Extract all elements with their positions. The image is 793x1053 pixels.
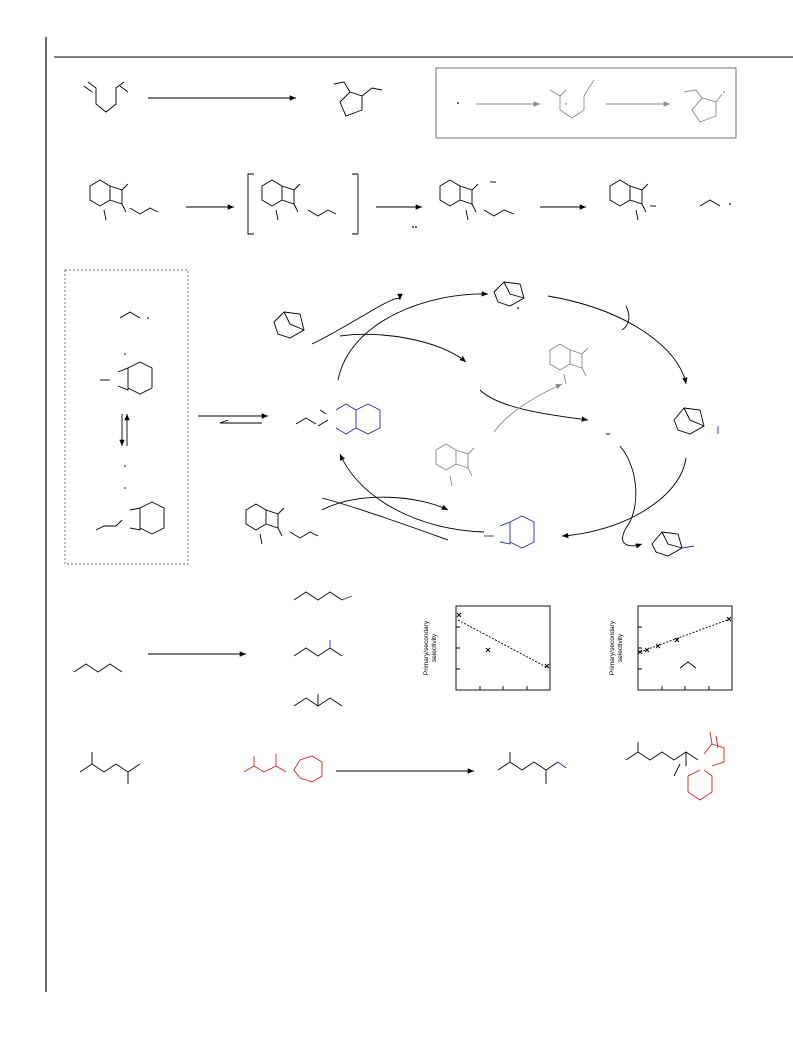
product-primary <box>293 591 353 601</box>
graph-right-point <box>726 616 732 622</box>
phthalimide-anion-grey <box>435 443 475 487</box>
catalytic-cycle <box>64 269 719 565</box>
norbornyl-product-right <box>673 407 705 435</box>
graph-left-ticks <box>456 626 528 690</box>
phthalimide-ester-1 <box>89 179 159 221</box>
equilibrium-arrow-left-head <box>219 419 229 424</box>
graph-right-point <box>637 649 643 655</box>
inset-cation-2 <box>95 501 165 535</box>
electron-dots <box>415 226 417 228</box>
cycle-arc-right-down <box>561 457 687 539</box>
radical-dot <box>729 203 731 205</box>
graph-right-frame <box>637 605 733 691</box>
inset-cation-1 <box>100 361 153 395</box>
hexenyl-radical <box>549 79 595 119</box>
central-heterocycle <box>335 403 381 435</box>
pentane-structure <box>73 663 123 673</box>
mechanism-inset-box <box>435 67 737 139</box>
radical-dot <box>517 307 519 309</box>
graph-left-ylabel-line1: Primary/secondary <box>423 620 430 675</box>
cycle-arc-norbornene-in <box>311 293 403 345</box>
graph-left-frame <box>455 605 551 691</box>
electron-dots <box>412 226 414 228</box>
graph-right-ticks <box>638 626 710 690</box>
charge-mark <box>124 353 126 355</box>
graph-right-point <box>644 647 650 653</box>
radical-dot <box>147 317 149 319</box>
left-bracket <box>247 173 254 235</box>
selectivity-graph-left <box>455 605 551 691</box>
product-secondary-3 <box>293 694 343 707</box>
radical-dot <box>723 91 725 93</box>
dimethylhexane-structure <box>79 752 141 784</box>
cycle-arc-bottom-left <box>339 453 485 533</box>
graph-left-point <box>485 647 491 653</box>
cycle-arc-right-inner <box>619 445 637 529</box>
blue-heterocycle-bottom <box>484 515 535 549</box>
scheme-row-2 <box>89 173 731 235</box>
cyclopentane-product <box>333 81 383 117</box>
functionalized-product-2-red <box>687 731 725 801</box>
cycle-arc-inner-top <box>339 333 467 363</box>
red-reagent <box>243 754 323 783</box>
phthalimide-byproduct-grey <box>549 343 589 385</box>
graph-right-ylabel-line1: Primary/secondary <box>609 620 616 675</box>
phthalimide-anion <box>609 179 656 221</box>
norbornyl-radical-top <box>493 281 525 307</box>
cycle-arc-to-norbornane <box>622 527 643 549</box>
species-inset-box <box>64 269 189 565</box>
right-bracket <box>352 173 359 235</box>
scheme-row-1 <box>83 67 737 139</box>
central-radical-complex <box>295 409 329 427</box>
norbornane-product <box>651 531 695 557</box>
radical-anion-intermediate <box>439 179 515 221</box>
graph-left-trendline <box>457 619 549 669</box>
functionalized-product-1 <box>497 752 567 784</box>
selectivity-graph-right <box>637 605 733 691</box>
norbornene-reactant <box>273 311 305 339</box>
cycle-arc-byproduct <box>621 305 630 331</box>
scheme-row-4 <box>73 591 733 707</box>
graph-right-inset-structure <box>679 661 697 669</box>
functionalized-product-2 <box>625 742 699 777</box>
graph-right-ylabel-line2: selectivity <box>617 633 624 662</box>
charge-mark <box>124 465 126 467</box>
cyclopentylmethyl-radical <box>683 89 723 123</box>
graph-right-point <box>655 643 661 649</box>
phthalimide-ester-2 <box>245 503 319 545</box>
radical-dot <box>565 103 567 105</box>
scheme-row-5 <box>79 731 725 801</box>
cycle-arc-inner-right <box>479 389 589 422</box>
cycle-arc-grey-up <box>493 383 563 433</box>
charge-mark <box>124 487 126 489</box>
bracketed-intermediate <box>261 179 337 221</box>
cycle-arc-ester-to-blue <box>321 497 449 541</box>
cycle-arc-top-right <box>547 295 688 385</box>
ethyl-radical <box>699 199 721 207</box>
cycle-arc-top-left <box>337 291 489 381</box>
graph-right-point <box>674 637 680 643</box>
graph-left-point <box>456 612 462 618</box>
diene-structure <box>83 81 129 113</box>
graph-left-ylabel-line2: selectivity <box>431 633 438 662</box>
inset-ethyl-radical <box>119 311 141 319</box>
cycle-arc-ester-in <box>321 496 449 511</box>
graph-right-trendline <box>639 618 731 653</box>
product-secondary-2 <box>293 640 343 657</box>
radical-dot <box>457 102 459 104</box>
graph-left-point <box>544 663 550 669</box>
